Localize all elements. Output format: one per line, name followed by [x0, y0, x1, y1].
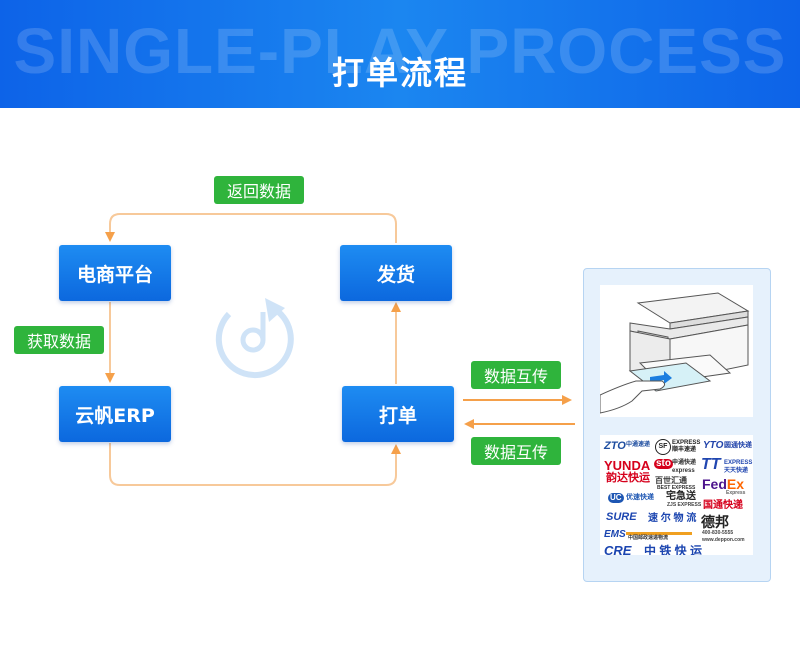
printer-icon [599, 292, 750, 414]
logo-zto-cn: 中通速递 [626, 442, 651, 448]
node-ecommerce: 电商平台 [59, 245, 171, 301]
logo-zjs-cn: 宅急送 [666, 491, 696, 502]
courier-logos: ZTO 中通速递 SF EXPRESS 顺丰速递 YTO 圆通快递 YUNDA … [600, 435, 753, 555]
banner-background-text: SINGLE-PLAY PROCESS [13, 15, 787, 87]
cycle-icon [215, 298, 294, 379]
logo-yunda-cn: 韵达快运 [606, 472, 650, 484]
logo-sf-en: EXPRESS [672, 440, 701, 446]
header-banner: SINGLE-PLAY PROCESS 打单流程 [0, 0, 800, 108]
logo-zjs-en: ZJS EXPRESS [667, 502, 702, 508]
tag-fetch-data: 获取数据 [14, 326, 104, 354]
logo-uc-cn: 优速快递 [626, 494, 654, 501]
logo-ems-sub: 中国邮政速递物流 [628, 535, 669, 541]
node-erp: 云帆ERP [59, 386, 171, 442]
page-title: 打单流程 [331, 54, 468, 92]
logo-sf-cn: 顺丰速递 [672, 447, 697, 453]
logo-sf: SF [655, 439, 671, 455]
logo-sto-cn: 申通快递 [672, 460, 697, 466]
logo-best-en: BEST EXPRESS [657, 485, 696, 491]
logo-deppon-phone: 400-830-5555 [702, 530, 734, 536]
printer-illustration [599, 285, 753, 417]
tag-exchange-bottom: 数据互传 [471, 437, 561, 465]
logo-deppon-url: www.deppon.com [702, 537, 745, 543]
node-print: 打单 [342, 386, 454, 442]
logo-fedex-sub: Express [726, 490, 746, 496]
logo-sto: sto [654, 458, 673, 469]
logo-yto: YTO [703, 440, 724, 451]
logo-sure-cn: 速 尔 物 流 [648, 513, 697, 524]
logo-ems: EMS [604, 529, 626, 540]
logo-sto-en: express [672, 468, 695, 474]
logo-sure: SURE [606, 511, 637, 523]
erp-to-print-arrow [109, 443, 401, 486]
logo-fedex: FedEx [702, 476, 745, 492]
logo-tt-en: EXPRESS [724, 460, 753, 466]
tag-exchange-top: 数据互传 [471, 361, 561, 389]
logo-uc: UC [608, 493, 624, 503]
logo-tt: TT [701, 456, 721, 473]
logo-yto-cn: 圆通快递 [724, 442, 752, 449]
logo-yunda: YUNDA [604, 458, 651, 473]
node-ship: 发货 [340, 245, 452, 301]
logo-ems-bar [626, 532, 692, 535]
tag-return-data: 返回数据 [214, 176, 304, 204]
return-data-arrow [105, 213, 397, 243]
logo-crt: CRE [604, 543, 632, 555]
logo-crt-cn: 中 铁 快 运 [644, 544, 703, 555]
logo-zto: ZTO [604, 440, 626, 452]
logo-gto-cn: 国通快递 [703, 500, 743, 511]
logo-best-cn: 百世汇通 [655, 476, 687, 485]
logo-tt-cn: 天天快递 [724, 468, 749, 474]
logo-deppon-cn: 德邦 [701, 514, 729, 530]
